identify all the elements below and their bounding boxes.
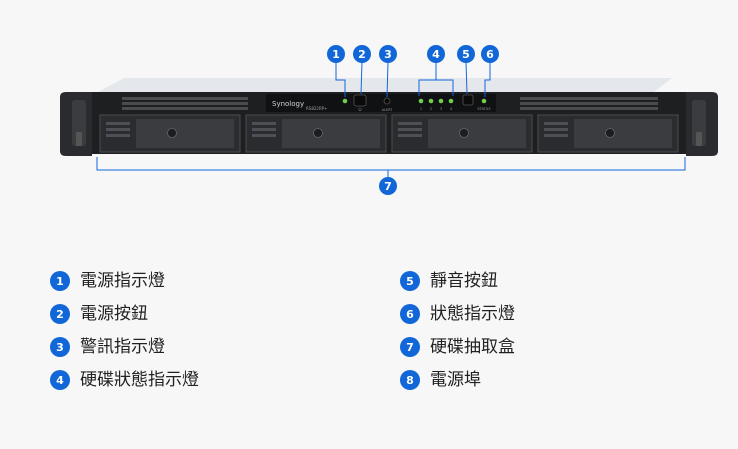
- status-caption: STATUS: [477, 107, 491, 111]
- legend-label: 靜音按鈕: [430, 271, 498, 291]
- power-button-caption: ⏻: [358, 107, 362, 112]
- legend-item-power-button: 2 電源按鈕: [50, 303, 148, 325]
- legend-item-status-led: 6 狀態指示燈: [400, 303, 515, 325]
- legend-badge: 3: [50, 337, 70, 357]
- brand-label: Synology: [272, 100, 304, 108]
- callout-3: 3: [379, 45, 397, 63]
- callout-5-number: 5: [462, 48, 470, 61]
- callout-6-number: 6: [486, 48, 494, 61]
- legend-badge: 1: [50, 271, 70, 291]
- alert-caption: ALERT: [382, 108, 394, 112]
- vent-left: [122, 97, 248, 110]
- legend-badge: 5: [400, 271, 420, 291]
- nas-front-diagram: Synology RS822RP+ ⏻ ALERT 1 2 3 4 STATUS: [60, 45, 718, 195]
- front-panel: [266, 94, 496, 112]
- drive-trays: [99, 114, 679, 153]
- legend-item-power-led: 1 電源指示燈: [50, 270, 165, 292]
- drive-led-4: [448, 98, 454, 104]
- legend-item-drive-status-led: 4 硬碟狀態指示燈: [50, 369, 199, 391]
- drive-status-leds: 1 2 3 4: [418, 98, 454, 111]
- callout-1-number: 1: [332, 48, 340, 61]
- callout-6: 6: [481, 45, 499, 63]
- drive-led-2: [428, 98, 434, 104]
- legend-label: 硬碟狀態指示燈: [80, 370, 199, 390]
- legend-label: 電源按鈕: [80, 304, 148, 324]
- legend-label: 電源埠: [430, 370, 481, 390]
- drive-led-3: [438, 98, 444, 104]
- legend-label: 硬碟抽取盒: [430, 337, 515, 357]
- chassis-top: [98, 78, 672, 92]
- drive-tray-3[interactable]: [391, 114, 533, 153]
- vent-right: [520, 97, 658, 110]
- legend-item-power-port: 8 電源埠: [400, 369, 481, 391]
- legend-badge: 8: [400, 370, 420, 390]
- drive-led-label-2: 2: [430, 107, 432, 111]
- legend-label: 電源指示燈: [80, 271, 165, 291]
- legend-item-alert-led: 3 警訊指示燈: [50, 336, 165, 358]
- legend-item-mute-button: 5 靜音按鈕: [400, 270, 498, 292]
- model-label: RS822RP+: [306, 106, 328, 111]
- status-led: [481, 98, 487, 104]
- callout-3-number: 3: [384, 48, 392, 61]
- legend-badge: 6: [400, 304, 420, 324]
- callout-4-number: 4: [432, 48, 440, 61]
- leader-lines: [96, 61, 686, 178]
- callout-7: 7: [379, 177, 397, 195]
- power-button[interactable]: [353, 94, 367, 107]
- callout-4: 4: [427, 45, 445, 63]
- drive-tray-2[interactable]: [245, 114, 387, 153]
- legend-item-drive-tray: 7 硬碟抽取盒: [400, 336, 515, 358]
- drive-tray-1[interactable]: [99, 114, 241, 153]
- callout-7-number: 7: [384, 180, 392, 193]
- legend-badge: 7: [400, 337, 420, 357]
- drive-led-label-3: 3: [440, 107, 442, 111]
- alert-led: [383, 97, 391, 105]
- mute-button[interactable]: [462, 94, 474, 106]
- legend-badge: 2: [50, 304, 70, 324]
- drive-led-1: [418, 98, 424, 104]
- drive-led-label-1: 1: [420, 107, 422, 111]
- drive-led-label-4: 4: [450, 107, 453, 111]
- drive-tray-4[interactable]: [537, 114, 679, 153]
- callout-5: 5: [457, 45, 475, 63]
- legend-label: 狀態指示燈: [430, 304, 515, 324]
- callout-2-number: 2: [358, 48, 366, 61]
- callout-2: 2: [353, 45, 371, 63]
- legend-label: 警訊指示燈: [80, 337, 165, 357]
- callout-1: 1: [327, 45, 345, 63]
- power-led: [342, 98, 348, 104]
- legend-badge: 4: [50, 370, 70, 390]
